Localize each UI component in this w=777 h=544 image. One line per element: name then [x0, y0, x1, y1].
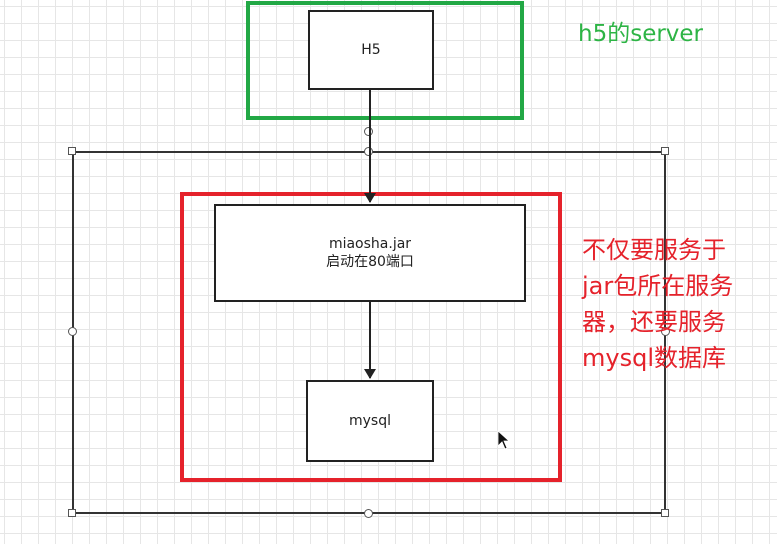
- h5-node[interactable]: H5: [308, 10, 434, 90]
- h5-server-note: h5的server: [578, 21, 704, 47]
- app-server-note-line-2: jar包所在服务: [582, 272, 734, 300]
- rotate-handle-top[interactable]: [364, 127, 373, 136]
- resize-handle-right[interactable]: [661, 327, 670, 336]
- resize-handle-top-left[interactable]: [68, 147, 76, 155]
- h5-node-label: H5: [361, 42, 381, 58]
- resize-handle-top[interactable]: [364, 147, 373, 156]
- jar-node-name: miaosha.jar: [328, 236, 412, 252]
- mysql-node-label: mysql: [349, 413, 391, 429]
- app-server-note-line-4: mysql数据库: [582, 344, 726, 372]
- app-server-note-line-1: 不仅要服务于: [582, 236, 726, 264]
- resize-handle-left[interactable]: [68, 327, 77, 336]
- jar-node-port: 启动在80端口: [326, 254, 414, 270]
- resize-handle-top-right[interactable]: [661, 147, 669, 155]
- mouse-pointer-icon: [497, 430, 511, 450]
- mysql-node[interactable]: mysql: [306, 380, 434, 462]
- resize-handle-bottom-right[interactable]: [661, 509, 669, 517]
- app-server-note-line-3: 器，还要服务: [582, 308, 726, 336]
- jar-node[interactable]: miaosha.jar 启动在80端口: [214, 204, 526, 302]
- h5-highlight-frame: [246, 1, 524, 120]
- resize-handle-bottom-left[interactable]: [68, 509, 76, 517]
- resize-handle-bottom[interactable]: [364, 509, 373, 518]
- app-server-note: 不仅要服务于 jar包所在服务 器，还要服务 mysql数据库: [582, 232, 772, 376]
